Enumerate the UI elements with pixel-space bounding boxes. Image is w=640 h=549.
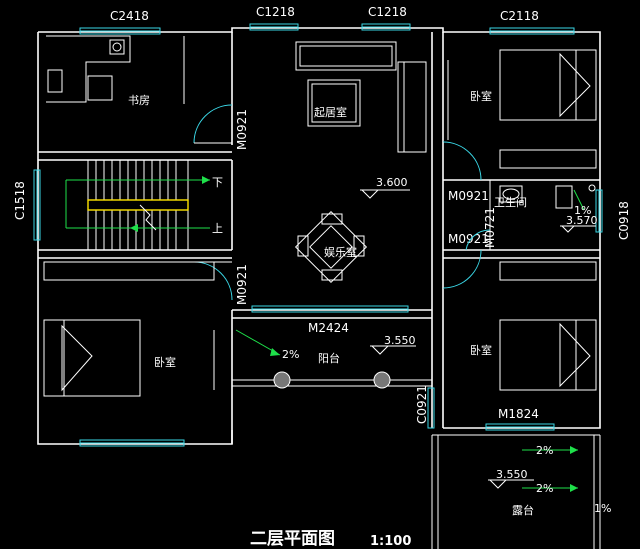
balcony-columns: [273, 371, 391, 389]
window-label-c1218-a: C1218: [256, 5, 295, 19]
elevation-terrace: 3.550: [496, 468, 528, 481]
slope-terrace-1: 2%: [536, 444, 553, 457]
door-label-balcony: M2424: [308, 321, 349, 335]
door-label-bedroom-left: M0921: [235, 264, 249, 305]
elevation-balcony: 3.550: [384, 334, 416, 347]
window-label-c0918: C0918: [617, 201, 631, 240]
room-label-study: 书房: [128, 94, 150, 107]
room-label-bedroom-br: 卧室: [470, 343, 492, 357]
room-label-entertainment: 娱乐室: [324, 245, 357, 259]
door-label-m1824: M1824: [498, 407, 539, 421]
window-label-c1218-b: C1218: [368, 5, 407, 19]
entertainment-table: [294, 210, 368, 284]
slope-balcony: 2%: [282, 348, 299, 361]
stair-up-label: 上: [212, 222, 223, 235]
door-label-bedroom-right-bottom: M0921: [448, 232, 489, 246]
elevation-main: 3.600: [376, 176, 408, 189]
room-label-bathroom: 卫生间: [494, 195, 527, 209]
window-label-c2118: C2118: [500, 9, 539, 23]
stair-down-label: 下: [212, 176, 223, 189]
drawing-title: 二层平面图: [250, 529, 335, 549]
elevation-markers: [360, 189, 596, 489]
slope-bathroom: 1%: [574, 204, 591, 217]
slope-terrace-2: 2%: [536, 482, 553, 495]
bedroom-tr-furniture: [447, 49, 597, 169]
room-label-bedroom-tr: 卧室: [470, 89, 492, 103]
door-label-study: M0921: [235, 109, 249, 150]
slope-arrows: [235, 189, 585, 492]
windows: [33, 23, 603, 447]
room-label-balcony: 阳台: [318, 351, 340, 365]
drawing-scale: 1:100: [370, 534, 411, 549]
window-label-c1518: C1518: [13, 181, 27, 220]
door-label-terrace: C0921: [415, 385, 429, 424]
bedroom-bl-furniture: [43, 261, 215, 397]
bathroom-fixtures: [499, 184, 596, 209]
bedroom-br-furniture: [499, 261, 597, 391]
door-label-bedroom-right-top: M0921: [448, 189, 489, 203]
room-label-terrace: 露台: [512, 503, 534, 517]
study-furniture: [46, 35, 185, 104]
window-label-c2418: C2418: [110, 9, 149, 23]
room-label-bedroom-bl: 卧室: [154, 355, 176, 369]
slope-terrace-edge: 1%: [594, 502, 611, 515]
living-furniture: [295, 41, 427, 153]
interior-walls: [38, 32, 601, 549]
staircase: [65, 159, 210, 251]
door-label-bathroom: M0721: [483, 207, 497, 248]
room-label-living: 起居室: [314, 105, 347, 119]
elevation-bathroom: 3.570: [566, 214, 598, 227]
exterior-walls: [37, 27, 601, 445]
